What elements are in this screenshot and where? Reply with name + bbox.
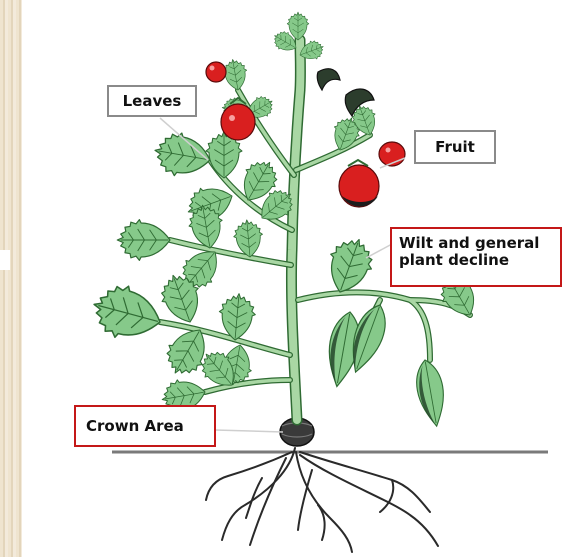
- crown-area-label: Crown Area: [86, 417, 184, 435]
- wilt-label-line-2: plant decline: [399, 252, 553, 269]
- leaves-label: Leaves: [123, 92, 182, 110]
- fruit-label: Fruit: [435, 138, 475, 156]
- leaves: [87, 12, 484, 428]
- fruit-callout: Fruit: [414, 130, 496, 164]
- wilt-label-line-1: Wilt and general: [399, 235, 553, 252]
- roots: [206, 448, 438, 552]
- leaves-callout: Leaves: [107, 85, 197, 117]
- crown-area-callout: Crown Area: [74, 405, 216, 447]
- wilt-callout: Wilt and general plant decline: [390, 227, 562, 287]
